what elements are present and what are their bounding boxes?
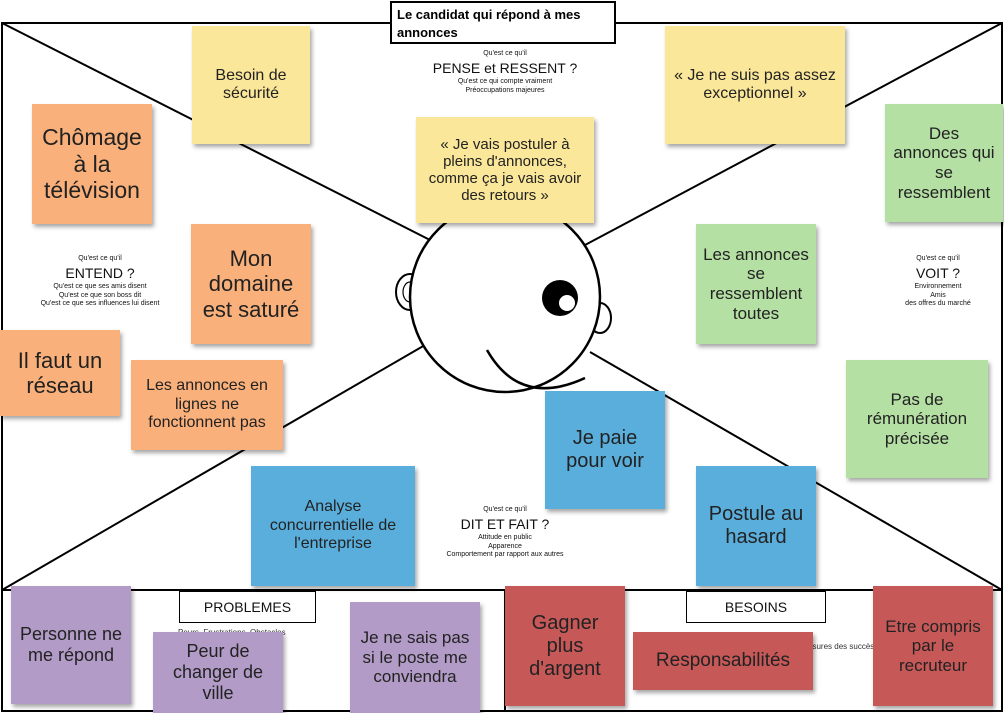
note-pas-exceptionnel: « Je ne suis pas assez exceptionnel » bbox=[665, 26, 845, 144]
voit-detail: Environnement bbox=[914, 283, 962, 291]
voit-detail: des offres du marché bbox=[905, 300, 971, 308]
note-ressemblent-toutes: Les annonces se ressemblent toutes bbox=[696, 224, 816, 344]
quadrant-voit: Qu'est ce qu'il VOIT ? Environnement Ami… bbox=[883, 255, 993, 309]
note-responsabilites: Responsabilités bbox=[633, 632, 813, 690]
quadrant-entend: Qu'est ce qu'il ENTEND ? Qu'est ce que s… bbox=[25, 255, 175, 309]
dit-detail: Apparence bbox=[488, 542, 522, 550]
entend-detail: Qu'est ce que ses amis disent bbox=[53, 283, 147, 291]
entend-detail: Qu'est ce que ses influences lui disent bbox=[40, 300, 160, 308]
note-gagner: Gagner plus d'argent bbox=[505, 586, 625, 706]
pense-detail: Qu'est ce qui compte vraiment bbox=[457, 78, 553, 86]
entend-detail: Qu'est ce que son boss dit bbox=[58, 291, 142, 299]
map-title: Le candidat qui répond à mes annonces bbox=[390, 1, 616, 44]
note-annonces-lignes: Les annonces en lignes ne fonctionnent p… bbox=[131, 360, 283, 450]
head-icon bbox=[395, 200, 612, 394]
pense-prefix: Qu'est ce qu'il bbox=[483, 50, 527, 57]
note-postuler: « Je vais postuler à pleins d'annonces, … bbox=[416, 117, 594, 223]
voit-prefix: Qu'est ce qu'il bbox=[916, 255, 960, 262]
note-paie: Je paie pour voir bbox=[545, 391, 665, 509]
diagonal-bottom-left bbox=[1, 344, 426, 591]
dit-detail: Attitude en public bbox=[478, 534, 532, 542]
entend-heading: ENTEND ? bbox=[65, 265, 135, 282]
note-domaine: Mon domaine est saturé bbox=[191, 224, 311, 344]
dit-detail: Comportement par rapport aux autres bbox=[446, 551, 564, 559]
note-compris: Etre compris par le recruteur bbox=[873, 586, 993, 706]
voit-heading: VOIT ? bbox=[915, 265, 961, 282]
note-remuneration: Pas de rémunération précisée bbox=[846, 360, 988, 478]
note-reseau: Il faut un réseau bbox=[0, 330, 120, 416]
note-sais-pas: Je ne sais pas si le poste me conviendra bbox=[350, 602, 480, 713]
besoins-label: BESOINS bbox=[686, 591, 826, 623]
pense-detail: Préoccupations majeures bbox=[465, 86, 545, 94]
dit-heading: DIT ET FAIT ? bbox=[460, 516, 550, 533]
note-personne: Personne ne me répond bbox=[11, 586, 131, 704]
note-besoin-securite: Besoin de sécurité bbox=[192, 26, 310, 144]
note-chomage: Chômage à la télévision bbox=[32, 104, 152, 224]
pense-heading: PENSE et RESSENT ? bbox=[432, 60, 578, 77]
voit-detail: Amis bbox=[930, 291, 946, 299]
problemes-label: PROBLEMES bbox=[179, 591, 316, 623]
note-postule-hasard: Postule au hasard bbox=[696, 466, 816, 586]
entend-prefix: Qu'est ce qu'il bbox=[78, 255, 122, 262]
dit-prefix: Qu'est ce qu'il bbox=[483, 506, 527, 513]
quadrant-pense: Qu'est ce qu'il PENSE et RESSENT ? Qu'es… bbox=[420, 50, 590, 95]
note-analyse: Analyse concurrentielle de l'entreprise bbox=[251, 466, 415, 586]
quadrant-dit: Qu'est ce qu'il DIT ET FAIT ? Attitude e… bbox=[430, 506, 580, 560]
note-annonces-ressemblent: Des annonces qui se ressemblent bbox=[885, 104, 1003, 222]
note-peur: Peur de changer de ville bbox=[153, 632, 283, 713]
